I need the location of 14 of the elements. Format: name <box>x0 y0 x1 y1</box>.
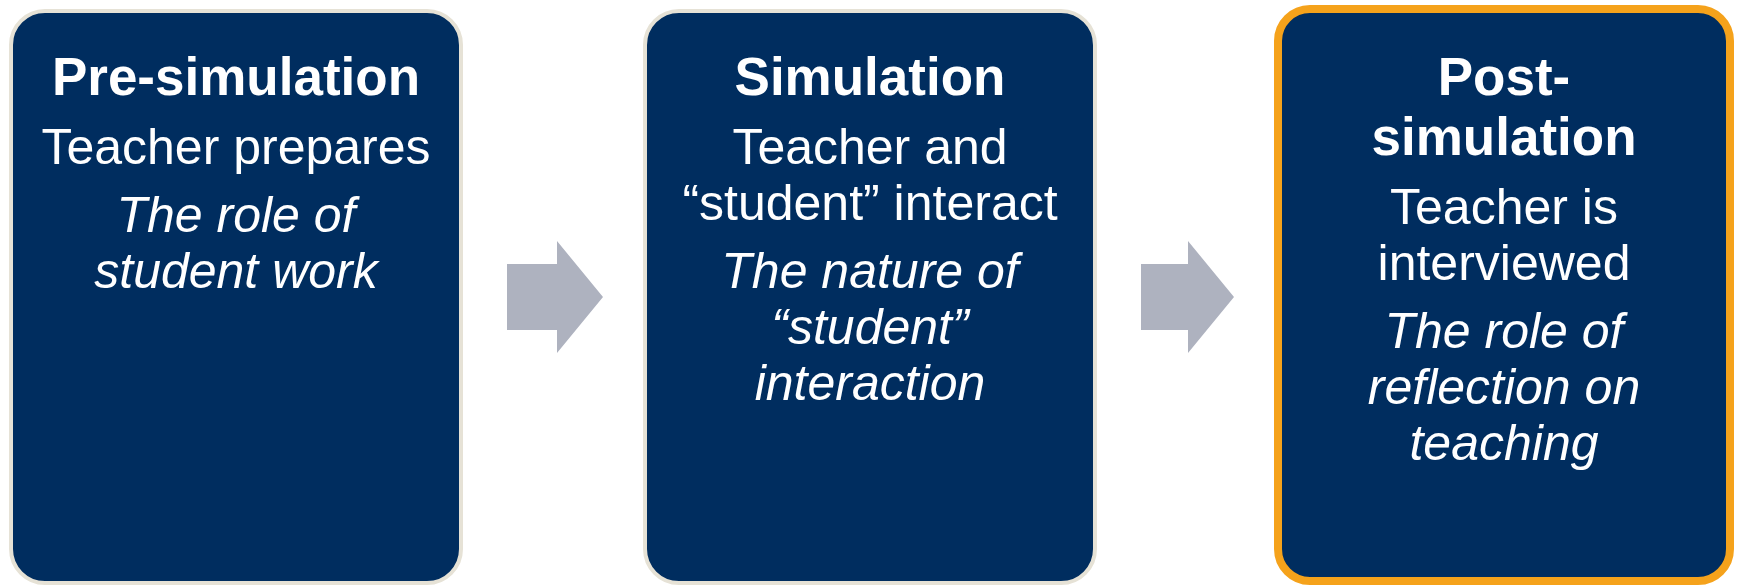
stage-box <box>1274 5 1734 585</box>
block-arrow <box>507 241 603 353</box>
stage-heading: Simulation <box>734 47 1006 107</box>
stage-box <box>643 9 1097 585</box>
stage-focus: The role of reflection on teaching <box>1366 303 1642 471</box>
stage-focus: The nature of “student” interaction <box>671 243 1069 411</box>
stage-description: Teacher is interviewed <box>1376 179 1632 291</box>
stage-description: Teacher prepares <box>41 119 431 175</box>
stage-heading: Pre-simulation <box>51 47 421 107</box>
block-arrow <box>1141 241 1234 353</box>
stage-description: Teacher and “student” interact <box>681 119 1059 231</box>
stage-heading: Post-simulation <box>1370 47 1638 167</box>
stage-box <box>9 9 463 585</box>
stage-focus: The role of student work <box>93 187 381 299</box>
